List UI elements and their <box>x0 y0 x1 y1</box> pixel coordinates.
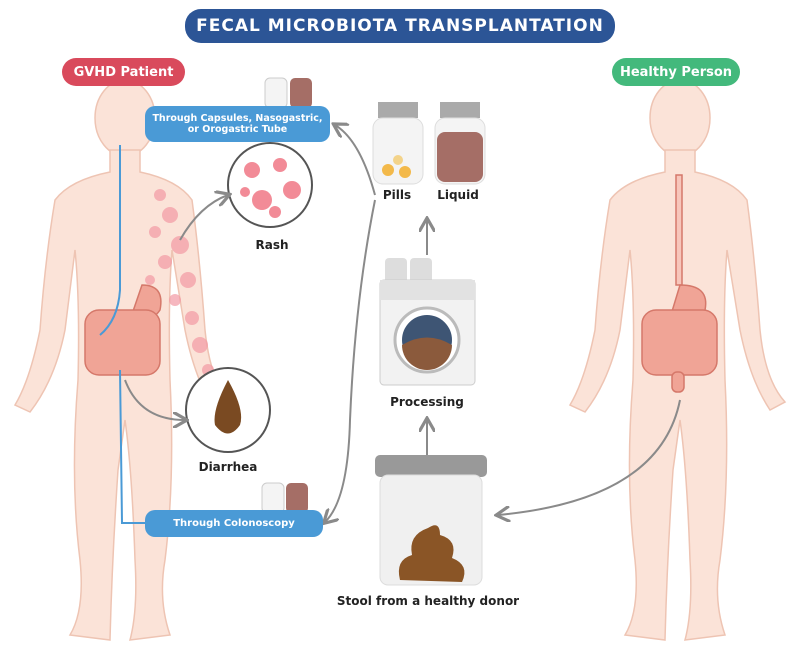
liquid-label: Liquid <box>437 188 479 202</box>
gvhd-patient-label: GVHD Patient <box>62 58 185 86</box>
small-bottles-lower <box>261 482 308 514</box>
upper-route-label: Through Capsules, Nasogastric, or Orogas… <box>145 106 330 142</box>
processing-machine <box>379 258 476 386</box>
patient-gut <box>84 284 162 376</box>
liquid-bottle <box>434 102 486 185</box>
pills-bottle <box>372 102 424 185</box>
patient-body <box>13 79 232 641</box>
donor-gut <box>641 174 718 393</box>
small-bottles-upper <box>264 77 312 109</box>
diarrhea-label: Diarrhea <box>198 460 258 474</box>
stool-jar <box>375 455 487 586</box>
rash-label: Rash <box>255 238 289 252</box>
flow-arrows <box>124 125 681 522</box>
colonoscopy-line <box>119 369 145 524</box>
rash-spots <box>145 189 214 376</box>
processing-label: Processing <box>390 395 464 409</box>
healthy-person-label: Healthy Person <box>612 58 740 86</box>
tube-line <box>99 145 121 336</box>
stool-label: Stool from a healthy donor <box>336 594 520 608</box>
donor-body <box>568 79 787 641</box>
colonoscopy-route-label: Through Colonoscopy <box>145 510 323 537</box>
pills-label: Pills <box>382 188 412 202</box>
title-banner: FECAL MICROBIOTA TRANSPLANTATION <box>185 9 615 43</box>
